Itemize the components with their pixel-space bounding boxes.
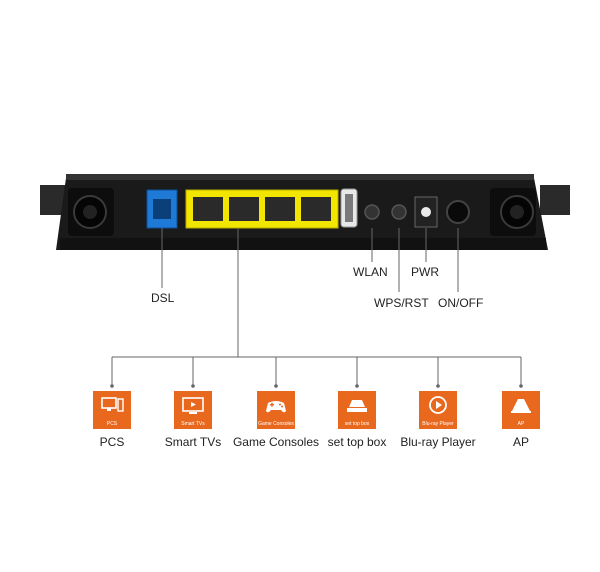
power-jack-hole <box>421 207 431 217</box>
device-drop-dot <box>436 384 440 388</box>
device-icon-box: set top box <box>338 391 376 429</box>
device-icon-box: PCS <box>93 391 131 429</box>
device-icon-box: Smart TVs <box>174 391 212 429</box>
right-antenna-stub <box>540 185 570 215</box>
device-icon-caption: Smart TVs <box>181 421 205 427</box>
lan-port-2 <box>229 197 259 221</box>
on-off-switch <box>446 200 470 224</box>
lan-drop-lines <box>110 357 523 388</box>
device-label: AP <box>512 435 530 449</box>
tv-icon <box>182 397 204 414</box>
device-icon-box: Game Consoles <box>257 391 295 429</box>
device-drop-dot <box>191 384 195 388</box>
lan-port-1 <box>193 197 223 221</box>
play-icon <box>429 396 447 414</box>
device-icon-box: AP <box>502 391 540 429</box>
device-icon-box: Blu-ray Player <box>419 391 457 429</box>
router-top-edge <box>66 174 534 180</box>
set-top-box-icon <box>347 400 367 412</box>
device-label: Smart TVs <box>164 435 222 449</box>
device-label: Game Consoles <box>232 435 320 449</box>
pwr-label: PWR <box>411 265 439 279</box>
access-point-icon <box>511 399 531 413</box>
router-bottom-strip <box>60 238 546 250</box>
device-label: Blu-ray Player <box>400 435 476 449</box>
device-icon-caption: Game Consoles <box>258 421 294 427</box>
device-icon-caption: Blu-ray Player <box>422 421 454 427</box>
wlan-button <box>364 204 380 220</box>
device-drop-dot <box>274 384 278 388</box>
lan-port-4 <box>301 197 331 221</box>
device-icon-caption: PCS <box>106 421 118 427</box>
device-drop-dot <box>355 384 359 388</box>
wps-rst-label: WPS/RST <box>374 296 429 310</box>
device-label: set top box <box>327 435 387 449</box>
dsl-label: DSL <box>151 291 175 305</box>
device-label: PCS <box>99 435 125 449</box>
pc-icon <box>101 397 124 412</box>
device-drop-dot <box>519 384 523 388</box>
gamepad-icon <box>266 401 286 413</box>
wps-rst-button <box>391 204 407 220</box>
dsl-port-socket <box>153 199 171 219</box>
device-icon-caption: AP <box>517 421 525 427</box>
usb-port-slot <box>345 194 353 222</box>
right-antenna-connector-inner <box>510 205 524 219</box>
wlan-label: WLAN <box>353 265 388 279</box>
device-icon-caption: set top box <box>344 421 370 427</box>
lan-port-3 <box>265 197 295 221</box>
left-antenna-connector-inner <box>83 205 97 219</box>
device-drop-dot <box>110 384 114 388</box>
on-off-label: ON/OFF <box>438 296 484 310</box>
